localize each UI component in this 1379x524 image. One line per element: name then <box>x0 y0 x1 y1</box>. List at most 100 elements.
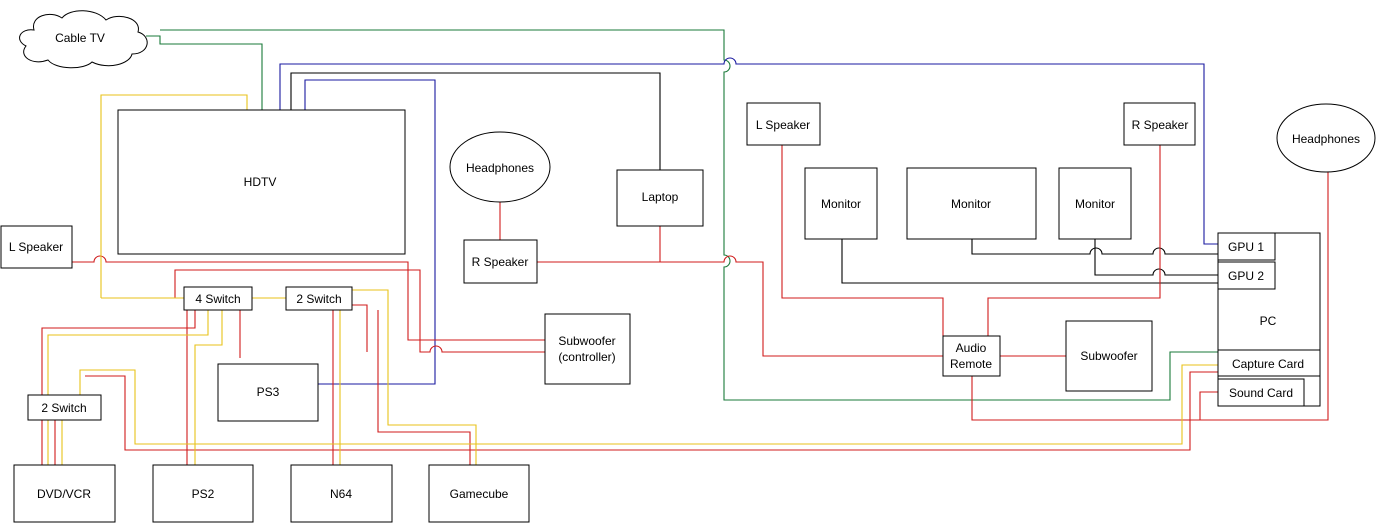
cloud-shape <box>19 10 148 69</box>
gamecube-node: Gamecube <box>428 464 530 523</box>
audio-main-bus <box>660 255 943 357</box>
hdtv-node: HDTV <box>117 109 406 255</box>
subwoofer-controller-node: Subwoofer (controller) <box>544 313 631 385</box>
gamecube-label: Gamecube <box>450 487 509 501</box>
audio-remote-label-2: Remote <box>950 357 992 371</box>
monitor-2-label: Monitor <box>951 197 991 211</box>
ps2-box <box>152 464 254 523</box>
ps3-label: PS3 <box>257 385 280 399</box>
gamecube-yellow-wire <box>352 289 477 465</box>
ps2-node: PS2 <box>152 464 254 523</box>
ps2-label: PS2 <box>192 487 215 501</box>
ps3-node: PS3 <box>217 363 319 422</box>
gpu1-label: GPU 1 <box>1228 240 1264 254</box>
blue-wire-ps3 <box>304 79 436 385</box>
l-speaker-right-wire <box>781 145 944 336</box>
l-speaker-right-node: L Speaker <box>746 102 821 146</box>
subwoofer-controller-label-2: (controller) <box>558 350 615 364</box>
headphones-right-node: Headphones <box>1276 103 1376 173</box>
switch4-audio-wire <box>174 269 545 353</box>
subwoofer-controller-box <box>544 313 631 385</box>
switch2-top-label: 2 Switch <box>296 292 341 306</box>
headphones-left-node: Headphones <box>449 131 551 203</box>
monitor-2-node: Monitor <box>906 167 1037 240</box>
r-speaker-right-wire <box>987 145 1161 336</box>
headphones-right-label: Headphones <box>1292 132 1360 146</box>
gpu1-box <box>1217 232 1276 261</box>
switch4-node: 4 Switch <box>183 286 253 311</box>
monitor2-to-gpu1 <box>971 239 1218 255</box>
monitor3-to-gpu2 <box>1094 239 1218 276</box>
r-speaker-right-box <box>1123 102 1196 146</box>
audio-remote-node: Audio Remote <box>942 335 1001 377</box>
capture-card-label: Capture Card <box>1232 357 1304 371</box>
monitor-1-box <box>804 167 878 240</box>
headphones-right-wire <box>1200 172 1329 421</box>
l-speaker-left-label: L Speaker <box>9 240 63 254</box>
l-speaker-left-box <box>0 225 73 269</box>
cable-wire <box>146 35 263 110</box>
l-speaker-right-label: L Speaker <box>756 118 810 132</box>
capture-red-wire <box>85 371 1218 451</box>
gamecube-box <box>428 464 530 523</box>
pc-label: PC <box>1260 314 1277 328</box>
laptop-label: Laptop <box>642 190 679 204</box>
r-speaker-left-box <box>463 239 538 284</box>
r-speaker-left-node: R Speaker <box>463 239 538 284</box>
audio-remote-box <box>942 335 1001 377</box>
pc-node: PC GPU 1 GPU 2 Capture Card Sound Card <box>1217 232 1321 407</box>
capture-yellow-wire <box>79 364 1218 445</box>
cable-tv-label: Cable TV <box>55 31 105 45</box>
n64-box <box>290 464 393 523</box>
ps2-yellow-wire <box>194 310 223 465</box>
switch4-label: 4 Switch <box>195 292 240 306</box>
rspeaker-to-audio-remote <box>537 226 661 263</box>
headphones-right-shape <box>1276 103 1376 173</box>
n64-label: N64 <box>330 487 352 501</box>
hdtv-box <box>117 109 406 255</box>
switch2-left-label: 2 Switch <box>41 401 86 415</box>
gpu2-box <box>1217 261 1276 290</box>
switch4-box <box>183 286 253 311</box>
subwoofer-right-box <box>1065 320 1153 392</box>
subwoofer-right-node: Subwoofer <box>1065 320 1153 392</box>
gpu2-label: GPU 2 <box>1228 269 1264 283</box>
switch2-left-box <box>27 394 102 421</box>
monitor1-to-gpu2 <box>841 239 1218 284</box>
l-speaker-right-box <box>746 102 821 146</box>
sound-card-label: Sound Card <box>1229 386 1293 400</box>
ps3-box <box>217 363 319 422</box>
ps2-red-wire <box>41 310 196 465</box>
dvd-vcr-node: DVD/VCR <box>13 464 116 523</box>
monitor-3-box <box>1058 167 1132 240</box>
subwoofer-right-label: Subwoofer <box>1080 349 1137 363</box>
switch2-top-box <box>285 286 353 311</box>
headphones-left-label: Headphones <box>466 161 534 175</box>
r-speaker-right-node: R Speaker <box>1123 102 1196 146</box>
lspeaker-wire <box>70 255 545 341</box>
switch2-audio-wire <box>352 304 368 352</box>
dvd-vcr-box <box>13 464 116 523</box>
capture-card-box <box>1217 349 1321 377</box>
switch2-left-node: 2 Switch <box>27 394 102 421</box>
monitor-3-label: Monitor <box>1075 197 1115 211</box>
monitor-3-node: Monitor <box>1058 167 1132 240</box>
blue-wire-gpu1 <box>279 57 1218 245</box>
r-speaker-left-label: R Speaker <box>472 255 529 269</box>
monitor-1-node: Monitor <box>804 167 878 240</box>
cable-tv-node: Cable TV <box>19 10 148 69</box>
hdtv-yellow-wire <box>100 94 248 298</box>
laptop-node: Laptop <box>616 169 704 227</box>
laptop-wire <box>290 72 661 170</box>
gamecube-red-wire <box>377 310 471 465</box>
monitor-1-label: Monitor <box>821 197 861 211</box>
hdtv-label: HDTV <box>244 175 277 189</box>
switch2-top-node: 2 Switch <box>285 286 353 311</box>
cable-wire-to-capture <box>160 29 1218 401</box>
monitor-2-box <box>906 167 1037 240</box>
sound-card-box <box>1217 378 1305 407</box>
wires <box>41 29 1329 465</box>
audio-remote-label-1: Audio <box>956 341 987 355</box>
laptop-box <box>616 169 704 227</box>
